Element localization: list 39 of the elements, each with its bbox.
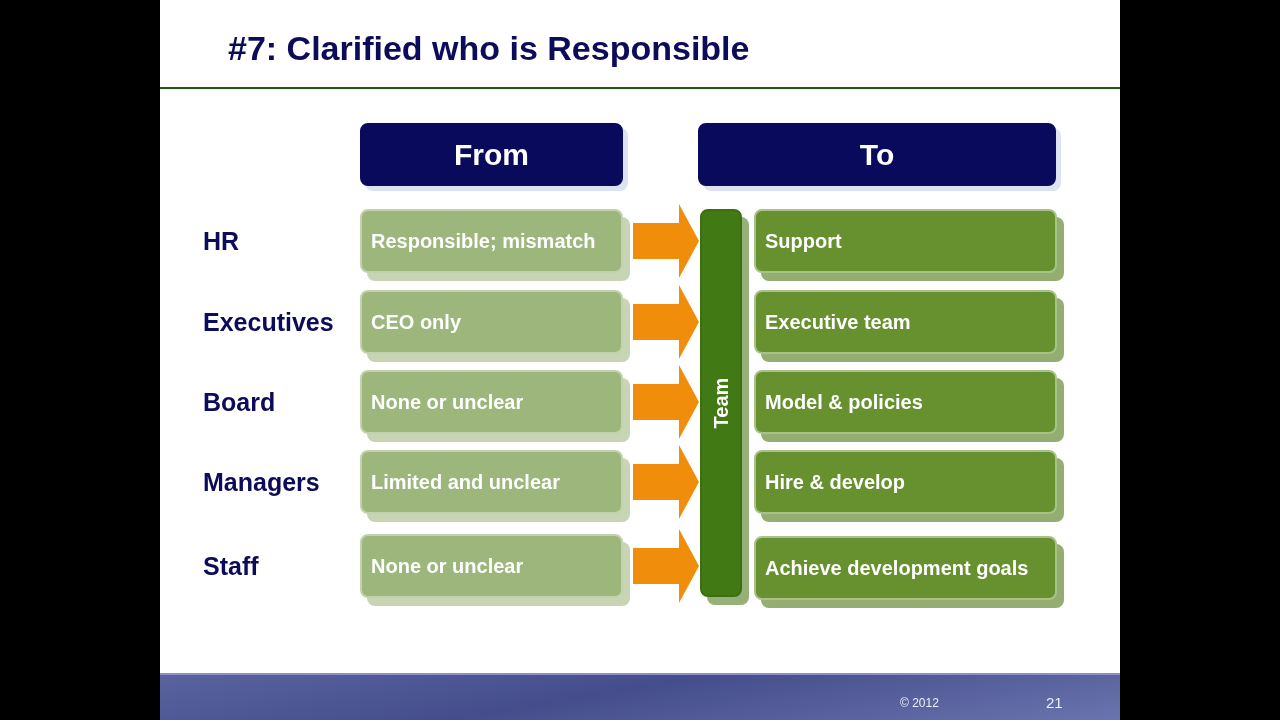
header-text: From — [454, 137, 529, 172]
column-header — [698, 123, 1061, 191]
future-state-box — [754, 536, 1064, 608]
team-bar — [700, 209, 749, 605]
row-label: Executives — [203, 307, 334, 337]
future-state-box — [754, 209, 1064, 281]
row-label: Managers — [203, 467, 320, 497]
current-state-box — [360, 370, 630, 442]
block-arrow — [633, 204, 699, 278]
current-state-box — [360, 450, 630, 522]
current-state-box — [360, 534, 630, 606]
bar-text: Team — [709, 377, 733, 429]
future-state-box — [754, 450, 1064, 522]
item-text: CEO only — [371, 310, 461, 334]
block-arrow — [633, 285, 699, 359]
block-arrow — [633, 529, 699, 603]
row-label: Board — [203, 387, 276, 417]
slide-title: #7: Clarified who is Responsible — [228, 29, 750, 69]
block-arrow — [633, 365, 699, 439]
header-text: To — [859, 137, 895, 172]
row-label: HR — [203, 226, 240, 256]
future-state-box — [754, 370, 1064, 442]
block-arrow — [633, 445, 699, 519]
current-state-box — [360, 209, 630, 281]
item-text: Support — [765, 229, 842, 253]
item-text: None or unclear — [371, 390, 524, 414]
item-text: Model & policies — [765, 390, 923, 414]
item-text: Responsible; mismatch — [371, 229, 596, 253]
item-text: Achieve development goals — [765, 556, 1029, 580]
row-label: Staff — [203, 551, 259, 581]
page-number: 21 — [1046, 694, 1063, 712]
column-header — [360, 123, 628, 191]
item-text: Limited and unclear — [371, 470, 560, 494]
item-text: Hire & develop — [765, 470, 906, 494]
item-text: None or unclear — [371, 554, 524, 578]
current-state-box — [360, 290, 630, 362]
item-text: Executive team — [765, 310, 911, 334]
copyright-note: © 2012 — [900, 697, 939, 711]
future-state-box — [754, 290, 1064, 362]
